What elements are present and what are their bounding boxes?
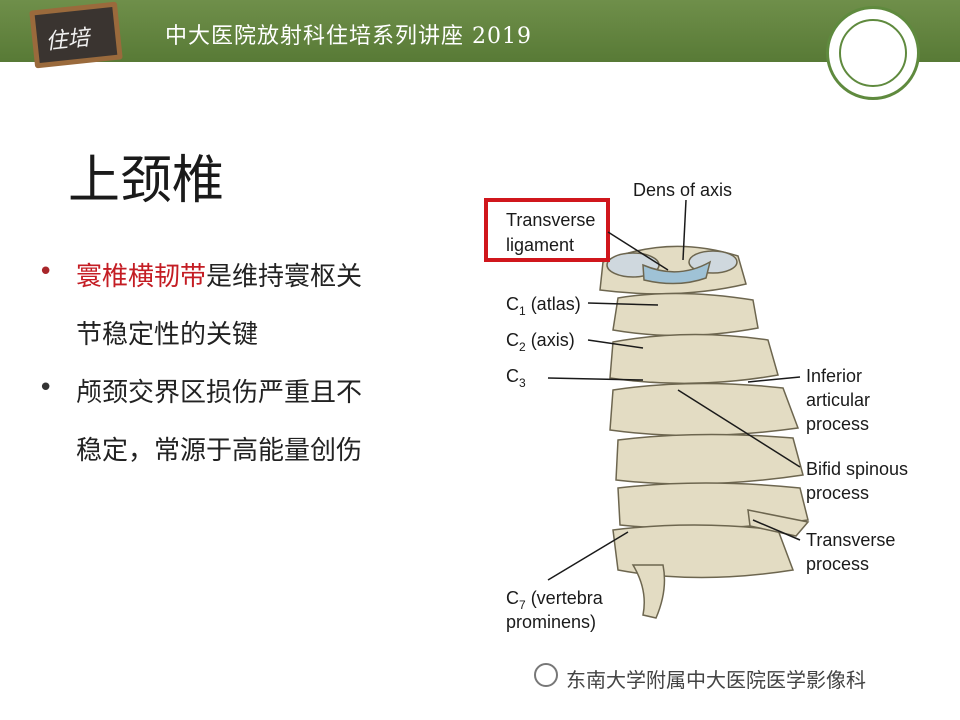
chalkboard-badge: 住培	[29, 1, 123, 69]
label-transverse-ligament-1: Transverse	[506, 210, 595, 230]
label-c2-letter: C	[506, 330, 519, 350]
bullet-1-highlight: 寰椎横韧带	[76, 262, 207, 292]
label-inferior-articular-2: articular	[806, 390, 870, 410]
bullet-2-line1: 颅颈交界区损伤严重且不	[76, 378, 363, 408]
label-c3: C3	[506, 366, 526, 390]
label-dens-of-axis: Dens of axis	[633, 180, 732, 200]
bullet-dot-2: •	[38, 373, 54, 403]
header-title: 中大医院放射科住培系列讲座 2019	[165, 24, 532, 49]
transverse-ligament-highlight-box	[484, 198, 610, 262]
label-transverse-process-1: Transverse	[806, 530, 895, 550]
slide-title: 上颈椎	[68, 151, 225, 211]
label-c2-rest: (axis)	[526, 330, 575, 350]
label-c7-1: C7 (vertebra	[506, 588, 604, 612]
label-c1-sub: 1	[519, 304, 526, 318]
bullet-1: 寰椎横韧带是维持寰枢关 节稳定性的关键	[76, 248, 446, 364]
logo-inner-ring	[839, 19, 907, 87]
label-bifid-spinous-1: Bifid spinous	[806, 459, 908, 479]
bullet-1-rest: 是维持寰枢关	[206, 262, 363, 292]
hospital-logo	[826, 6, 920, 100]
label-c3-sub: 3	[519, 376, 526, 390]
label-bifid-spinous-2: process	[806, 483, 869, 503]
wechat-icon	[534, 663, 558, 687]
bullet-2: 颅颈交界区损伤严重且不 稳定，常源于高能量创伤	[76, 364, 446, 480]
label-c2-sub: 2	[519, 340, 526, 354]
header-banner	[0, 0, 960, 62]
label-transverse-process-2: process	[806, 554, 869, 574]
label-inferior-articular-3: process	[806, 414, 869, 434]
label-c7-rest: (vertebra	[526, 588, 604, 608]
label-c7-letter: C	[506, 588, 519, 608]
cervical-spine-diagram: Dens of axis Transverse ligament C1 (atl…	[484, 180, 908, 632]
bullet-1-line2: 节稳定性的关键	[76, 320, 259, 350]
label-c7-sub: 7	[519, 598, 526, 612]
label-inferior-articular-1: Inferior	[806, 366, 862, 386]
label-c2: C2 (axis)	[506, 330, 575, 354]
label-c3-letter: C	[506, 366, 519, 386]
bullet-2-line2: 稳定，常源于高能量创伤	[76, 436, 363, 466]
leader-lines	[547, 199, 801, 581]
label-c1-letter: C	[506, 294, 519, 314]
label-c1: C1 (atlas)	[506, 294, 581, 318]
footer-watermark: 东南大学附属中大医院医学影像科	[566, 668, 866, 692]
badge-text: 住培	[44, 25, 91, 56]
spine-illustration	[599, 245, 810, 619]
label-transverse-ligament-2: ligament	[506, 235, 574, 255]
label-c7-2: prominens)	[506, 612, 596, 632]
label-c1-rest: (atlas)	[526, 294, 581, 314]
bullet-dot-1: •	[38, 257, 54, 287]
